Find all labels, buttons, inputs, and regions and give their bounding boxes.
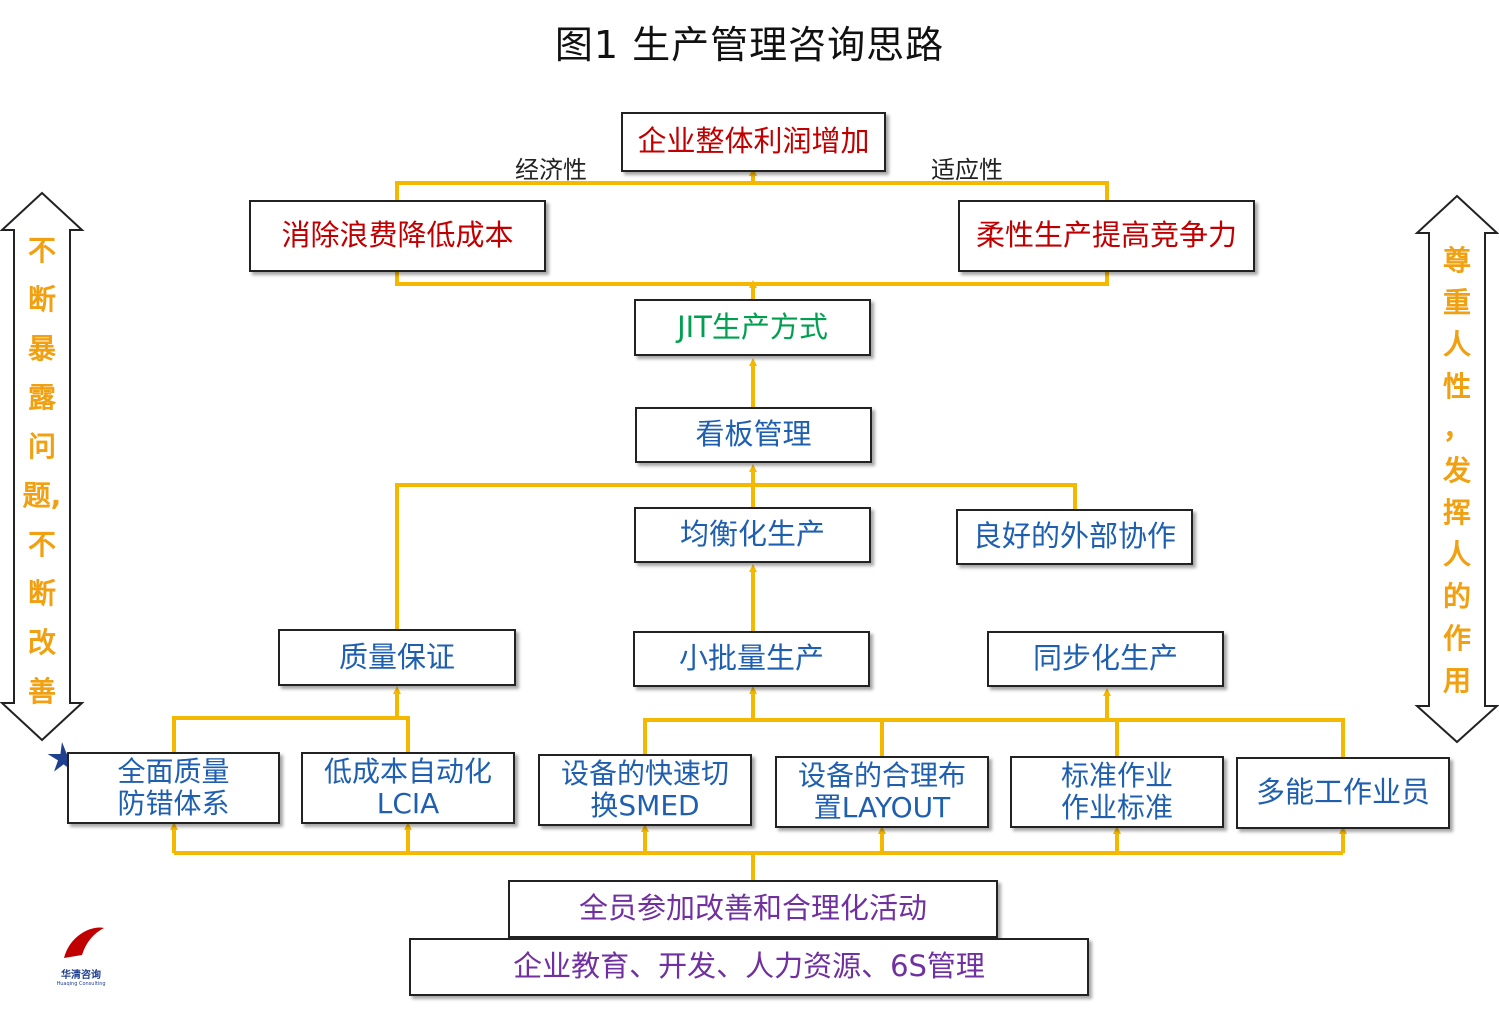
node-small-batch: 小批量生产 xyxy=(633,631,870,687)
logo: 华清咨询 Huaqing Consulting xyxy=(54,966,108,987)
node-quality: 质量保证 xyxy=(278,629,516,686)
node-smed: 设备的快速切 换SMED xyxy=(538,754,752,826)
logo-tagline: Huaqing Consulting xyxy=(56,981,106,987)
side-char: 性 xyxy=(1442,370,1471,403)
side-char: 尊 xyxy=(1442,244,1471,277)
side-char: 不 xyxy=(27,234,56,267)
node-eliminate-waste: 消除浪费降低成本 xyxy=(249,200,546,272)
node-all-staff: 全员参加改善和合理化活动 xyxy=(508,880,998,938)
side-char: 作 xyxy=(1442,622,1471,655)
node-leveling: 均衡化生产 xyxy=(634,507,871,563)
side-char: ， xyxy=(1442,412,1471,445)
node-external-cooperation: 良好的外部协作 xyxy=(956,509,1193,565)
side-char: 露 xyxy=(27,381,56,414)
node-smed-line1: 设备的快速切 xyxy=(560,756,729,790)
side-text-respect-people: 尊重人性，发挥人的作用 xyxy=(1437,240,1477,702)
side-char: 用 xyxy=(1442,664,1471,697)
edge-label-adaptability: 适应性 xyxy=(931,156,1003,184)
node-standard-work: 标准作业 作业标准 xyxy=(1010,756,1224,828)
side-text-continuous-improvement: 不断暴露问题,不断改善 xyxy=(22,226,62,716)
node-kanban: 看板管理 xyxy=(635,407,872,463)
node-education: 企业教育、开发、人力资源、6S管理 xyxy=(409,938,1089,996)
side-char: 改 xyxy=(27,626,56,659)
side-char: 问 xyxy=(27,430,56,463)
node-lcia-line2: LCIA xyxy=(376,787,440,820)
left-double-arrow xyxy=(0,191,85,742)
edge-label-economy: 经济性 xyxy=(515,156,587,184)
node-jit: JIT生产方式 xyxy=(634,299,871,356)
side-char: 的 xyxy=(1442,580,1471,613)
node-profit: 企业整体利润增加 xyxy=(621,112,886,172)
node-flexible-production: 柔性生产提高竞争力 xyxy=(958,200,1255,272)
node-synchronized: 同步化生产 xyxy=(987,631,1224,687)
logo-name: 华清咨询 xyxy=(61,970,101,981)
node-lcia-line1: 低成本自动化 xyxy=(323,754,492,788)
node-std-line1: 标准作业 xyxy=(1060,758,1173,792)
side-char: 断 xyxy=(27,577,56,610)
node-multi-skill: 多能工作业员 xyxy=(1236,757,1450,829)
side-char: 题, xyxy=(22,479,62,512)
side-char: 重 xyxy=(1442,286,1471,319)
node-layout-line1: 设备的合理布 xyxy=(797,758,966,792)
node-tqm: 全面质量 防错体系 xyxy=(67,752,280,824)
side-char: 断 xyxy=(27,283,56,316)
side-char: 人 xyxy=(1442,328,1471,361)
node-std-line2: 作业标准 xyxy=(1060,791,1173,824)
node-tqm-line1: 全面质量 xyxy=(117,754,230,788)
side-char: 人 xyxy=(1442,538,1471,571)
line-mid-bar xyxy=(643,718,1345,757)
line-waste-flexible-top xyxy=(395,181,1109,200)
logo-mark-icon xyxy=(47,742,104,958)
side-char: 暴 xyxy=(27,332,56,365)
side-char: 挥 xyxy=(1442,496,1471,529)
line-jit-bottom-bar xyxy=(395,272,1109,286)
node-layout-line2: 置LAYOUT xyxy=(813,791,951,824)
node-lcia: 低成本自动化 LCIA xyxy=(301,752,515,824)
side-char: 不 xyxy=(27,528,56,561)
node-smed-line2: 换SMED xyxy=(590,789,700,822)
line-kanban-bar xyxy=(395,483,1077,630)
diagram-title: 图1 生产管理咨询思路 xyxy=(554,23,945,67)
right-double-arrow xyxy=(1414,194,1499,744)
side-char: 发 xyxy=(1442,454,1471,487)
side-char: 善 xyxy=(27,675,56,708)
line-quality-bar xyxy=(172,716,410,752)
node-tqm-line2: 防错体系 xyxy=(117,787,230,820)
node-layout: 设备的合理布 置LAYOUT xyxy=(775,756,989,828)
